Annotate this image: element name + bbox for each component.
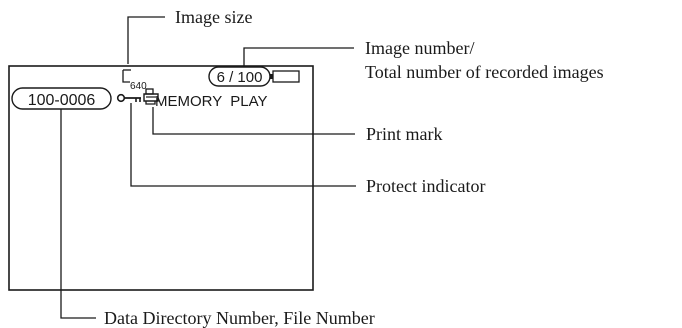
callout-image-number-line2: Total number of recorded images [365, 62, 604, 82]
frame-icon [122, 69, 131, 83]
image-size-value: 640 [130, 81, 147, 92]
callout-data-directory: Data Directory Number, File Number [104, 308, 375, 328]
file-number: 100-0006 [28, 92, 96, 109]
key-icon [116, 93, 141, 103]
lcd-screen-frame [8, 65, 314, 291]
callout-image-size: Image size [175, 7, 252, 27]
leader-lines [60, 16, 356, 319]
leader-print-mark [152, 107, 355, 135]
callout-print-mark: Print mark [366, 124, 443, 144]
printer-icon [143, 88, 159, 105]
leader-image-number [243, 47, 354, 67]
callout-image-number-line1: Image number/ [365, 38, 474, 58]
mode-label: MEMORY PLAY [155, 93, 268, 110]
callout-protect-indicator: Protect indicator [366, 176, 485, 196]
image-counter: 6 / 100 [217, 69, 263, 86]
leader-data-directory [60, 109, 96, 319]
battery-icon [270, 70, 300, 83]
leader-image-size [127, 16, 165, 64]
leader-protect-indicator [130, 103, 356, 187]
